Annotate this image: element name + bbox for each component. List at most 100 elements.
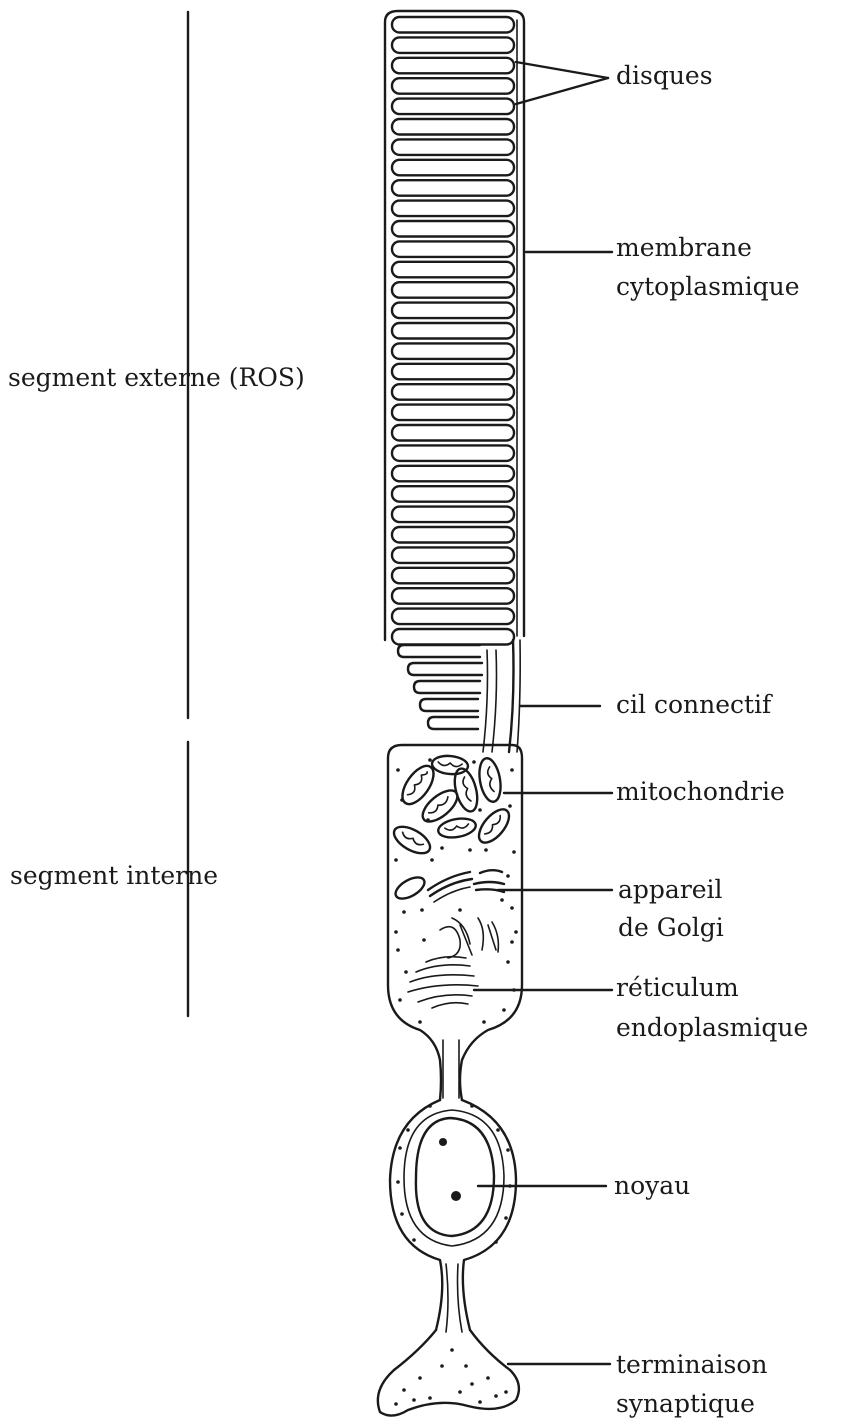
granule bbox=[398, 1146, 402, 1150]
synaptic-terminal bbox=[378, 1330, 519, 1416]
granule bbox=[506, 874, 510, 878]
disc bbox=[392, 160, 514, 176]
label-reticulum-line1: réticulum bbox=[616, 973, 739, 1002]
granule bbox=[470, 1382, 474, 1386]
granule bbox=[468, 848, 472, 852]
disc bbox=[392, 323, 514, 339]
disc bbox=[392, 282, 514, 298]
granule bbox=[440, 1364, 444, 1368]
outer-segment bbox=[385, 11, 524, 729]
partial-disc bbox=[408, 663, 482, 675]
granule bbox=[406, 1128, 410, 1132]
label-disques: disques bbox=[616, 61, 713, 90]
granule bbox=[400, 798, 404, 802]
disc bbox=[392, 241, 514, 257]
nucleus bbox=[416, 1118, 494, 1236]
granule bbox=[510, 768, 514, 772]
disc bbox=[392, 139, 514, 155]
label-reticulum-line2: endoplasmique bbox=[616, 1013, 808, 1042]
granule bbox=[404, 970, 408, 974]
granule bbox=[396, 1180, 400, 1184]
label-noyau: noyau bbox=[614, 1171, 690, 1200]
granule bbox=[396, 768, 400, 772]
disc bbox=[392, 507, 514, 522]
granule bbox=[400, 1212, 404, 1216]
disc bbox=[392, 303, 514, 319]
label-segment-interne: segment interne bbox=[10, 861, 218, 890]
granule bbox=[508, 804, 512, 808]
disc bbox=[392, 180, 514, 196]
granule bbox=[506, 960, 510, 964]
disc bbox=[392, 37, 514, 53]
granule bbox=[482, 1020, 486, 1024]
granule bbox=[506, 1148, 510, 1152]
disc bbox=[392, 405, 514, 421]
granule bbox=[412, 1398, 416, 1402]
disc bbox=[392, 466, 514, 482]
label-golgi-line2: de Golgi bbox=[618, 913, 724, 942]
granule bbox=[458, 1390, 462, 1394]
granule bbox=[496, 1128, 500, 1132]
granule bbox=[510, 906, 514, 910]
partial-disc bbox=[414, 681, 480, 693]
partial-disc bbox=[420, 699, 478, 711]
inner-segment bbox=[388, 745, 522, 1100]
granule bbox=[458, 908, 462, 912]
partial-disc bbox=[398, 645, 480, 657]
granule bbox=[428, 758, 432, 762]
disc bbox=[392, 527, 514, 543]
granule bbox=[398, 998, 402, 1002]
granule bbox=[504, 1216, 508, 1220]
granule bbox=[422, 938, 426, 942]
disc bbox=[392, 425, 514, 441]
granule bbox=[420, 908, 424, 912]
label-membrane-line2: cytoplasmique bbox=[616, 272, 800, 301]
disc bbox=[392, 568, 514, 584]
label-segment-externe: segment externe (ROS) bbox=[8, 363, 305, 392]
granule bbox=[514, 930, 518, 934]
disc bbox=[392, 445, 514, 461]
granule bbox=[484, 848, 488, 852]
granule bbox=[428, 1104, 432, 1108]
disc bbox=[392, 364, 514, 380]
endoplasmic-reticulum bbox=[408, 918, 498, 1008]
granule bbox=[494, 1394, 498, 1398]
granule bbox=[394, 930, 398, 934]
disc bbox=[392, 58, 514, 74]
golgi-apparatus bbox=[392, 870, 504, 903]
cytoplasmic-membrane bbox=[385, 11, 524, 640]
connecting-cilium bbox=[483, 640, 520, 752]
partial-disc bbox=[428, 717, 478, 729]
disc bbox=[392, 201, 514, 217]
granule bbox=[502, 1008, 506, 1012]
disc bbox=[392, 343, 514, 359]
granule bbox=[430, 858, 434, 862]
granule bbox=[402, 1388, 406, 1392]
granule bbox=[412, 1238, 416, 1242]
granule bbox=[494, 1240, 498, 1244]
leader-disques-upper bbox=[516, 62, 608, 78]
disc bbox=[392, 78, 514, 94]
granule bbox=[486, 1376, 490, 1380]
granule bbox=[500, 898, 504, 902]
granule bbox=[512, 850, 516, 854]
label-terminaison-line1: terminaison bbox=[616, 1350, 767, 1379]
granule bbox=[394, 858, 398, 862]
granule bbox=[428, 1396, 432, 1400]
granule bbox=[470, 1104, 474, 1108]
mitochondria bbox=[390, 754, 515, 858]
disc bbox=[392, 609, 514, 625]
inner-segment-outline bbox=[388, 745, 522, 1100]
granule bbox=[402, 910, 406, 914]
disc bbox=[392, 588, 514, 604]
label-mitochondrie: mitochondrie bbox=[616, 777, 785, 806]
disc bbox=[392, 221, 514, 237]
label-terminaison-line2: synaptique bbox=[616, 1389, 755, 1418]
synaptic-terminal-outline bbox=[378, 1330, 519, 1416]
granule bbox=[464, 1364, 468, 1368]
granule bbox=[478, 1400, 482, 1404]
granule bbox=[510, 940, 514, 944]
granule bbox=[418, 1376, 422, 1380]
granule bbox=[478, 808, 482, 812]
